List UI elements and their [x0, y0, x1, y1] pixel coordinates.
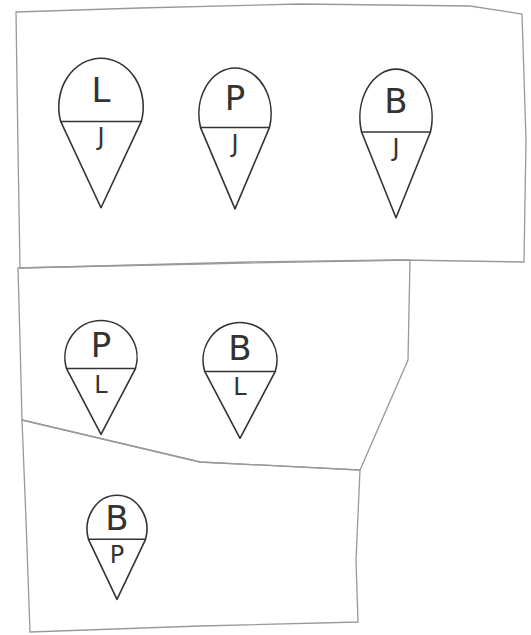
cone-letter: J [194, 132, 276, 156]
scoop-letter: P [194, 81, 276, 115]
scoop-letter: P [60, 328, 142, 362]
cone-letter: P [83, 543, 151, 567]
ice-cream-cone: BJ [355, 66, 437, 220]
paper-sheet [18, 260, 410, 470]
ice-cream-cone: BL [198, 320, 282, 440]
cone-letter: L [198, 375, 282, 399]
ice-cream-cone: PJ [194, 65, 276, 211]
paper-sheet [16, 4, 526, 268]
cone-letter: L [60, 373, 142, 397]
ice-cream-cone: LJ [53, 55, 149, 210]
scoop-letter: B [83, 501, 151, 535]
paper-sheet [22, 420, 360, 632]
ice-cream-cone: PL [60, 318, 142, 436]
scoop-letter: B [355, 84, 437, 118]
cone-letter: J [53, 125, 149, 149]
cone-letter: J [355, 136, 437, 160]
scoop-letter: L [53, 73, 149, 107]
ice-cream-cone: BP [83, 493, 151, 601]
scoop-letter: B [198, 331, 282, 365]
